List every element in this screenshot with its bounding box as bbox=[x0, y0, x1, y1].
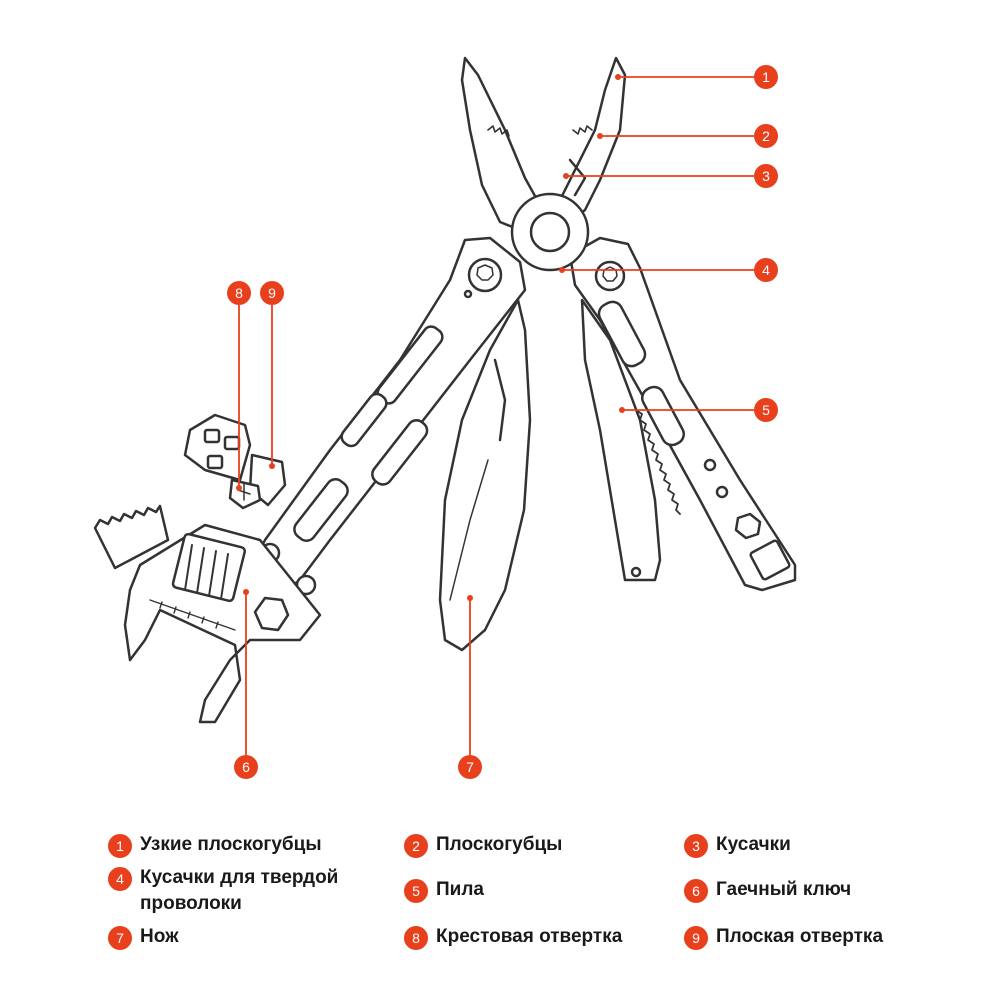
svg-text:7: 7 bbox=[466, 759, 474, 775]
legend-label: Крестовая отвертка bbox=[436, 926, 623, 947]
legend-label: Плоскогубцы bbox=[436, 834, 563, 855]
callout-3: 3 bbox=[754, 164, 778, 188]
legend-badge: 5 bbox=[404, 879, 428, 903]
legend-badge: 9 bbox=[684, 926, 708, 950]
svg-text:8: 8 bbox=[235, 285, 243, 301]
legend-label: Гаечный ключ bbox=[716, 879, 852, 900]
pivot-inner bbox=[529, 211, 571, 253]
legend: 1 Узкие плоскогубцы 2 Плоскогубцы 3 Куса… bbox=[0, 820, 1000, 1000]
legend-badge: 3 bbox=[684, 834, 708, 858]
knife-blade bbox=[438, 298, 532, 652]
legend-item-7: 7 Нож bbox=[108, 924, 179, 950]
legend-item-8: 8 Крестовая отвертка bbox=[404, 924, 622, 950]
legend-label: Пила bbox=[436, 879, 484, 900]
callout-5: 5 bbox=[754, 398, 778, 422]
saw-teeth bbox=[635, 409, 681, 515]
legend-label: Узкие плоскогубцы bbox=[140, 834, 322, 855]
legend-label: Нож bbox=[140, 926, 179, 947]
legend-item-3: 3 Кусачки bbox=[684, 832, 791, 858]
svg-text:4: 4 bbox=[762, 262, 770, 278]
saw-blade bbox=[580, 298, 662, 582]
bit-holder bbox=[183, 413, 252, 482]
svg-text:5: 5 bbox=[762, 402, 770, 418]
legend-label: Кусачки bbox=[716, 834, 791, 855]
svg-text:6: 6 bbox=[242, 759, 250, 775]
wrench-scale bbox=[149, 599, 236, 631]
legend-badge: 6 bbox=[684, 879, 708, 903]
legend-badge: 7 bbox=[108, 926, 132, 950]
legend-item-1: 1 Узкие плоскогубцы bbox=[108, 832, 322, 858]
svg-text:2: 2 bbox=[762, 128, 770, 144]
legend-item-6: 6 Гаечный ключ bbox=[684, 877, 851, 903]
wrench-body bbox=[123, 523, 322, 724]
callout-6: 6 bbox=[234, 755, 258, 779]
callout-2: 2 bbox=[754, 124, 778, 148]
legend-item-2: 2 Плоскогубцы bbox=[404, 832, 562, 858]
wrench-hex bbox=[253, 596, 290, 632]
legend-label: Кусачки для твердой проволоки bbox=[140, 867, 339, 914]
callout-7: 7 bbox=[458, 755, 482, 779]
svg-text:3: 3 bbox=[762, 168, 770, 184]
callout-9: 9 bbox=[260, 281, 284, 305]
legend-label: Плоская отвертка bbox=[716, 926, 884, 947]
legend-badge: 1 bbox=[108, 834, 132, 858]
callout-1: 1 bbox=[754, 65, 778, 89]
legend-item-4: 4 Кусачки для твердой проволоки bbox=[108, 865, 368, 917]
legend-badge: 8 bbox=[404, 926, 428, 950]
legend-badge: 2 bbox=[404, 834, 428, 858]
svg-text:1: 1 bbox=[762, 69, 770, 85]
svg-text:9: 9 bbox=[268, 285, 276, 301]
callout-4: 4 bbox=[754, 258, 778, 282]
legend-item-5: 5 Пила bbox=[404, 877, 484, 903]
legend-item-9: 9 Плоская отвертка bbox=[684, 924, 883, 950]
cross-bit bbox=[228, 478, 262, 510]
callout-8: 8 bbox=[227, 281, 251, 305]
legend-badge: 4 bbox=[108, 867, 132, 891]
wrench-rack bbox=[93, 504, 170, 570]
